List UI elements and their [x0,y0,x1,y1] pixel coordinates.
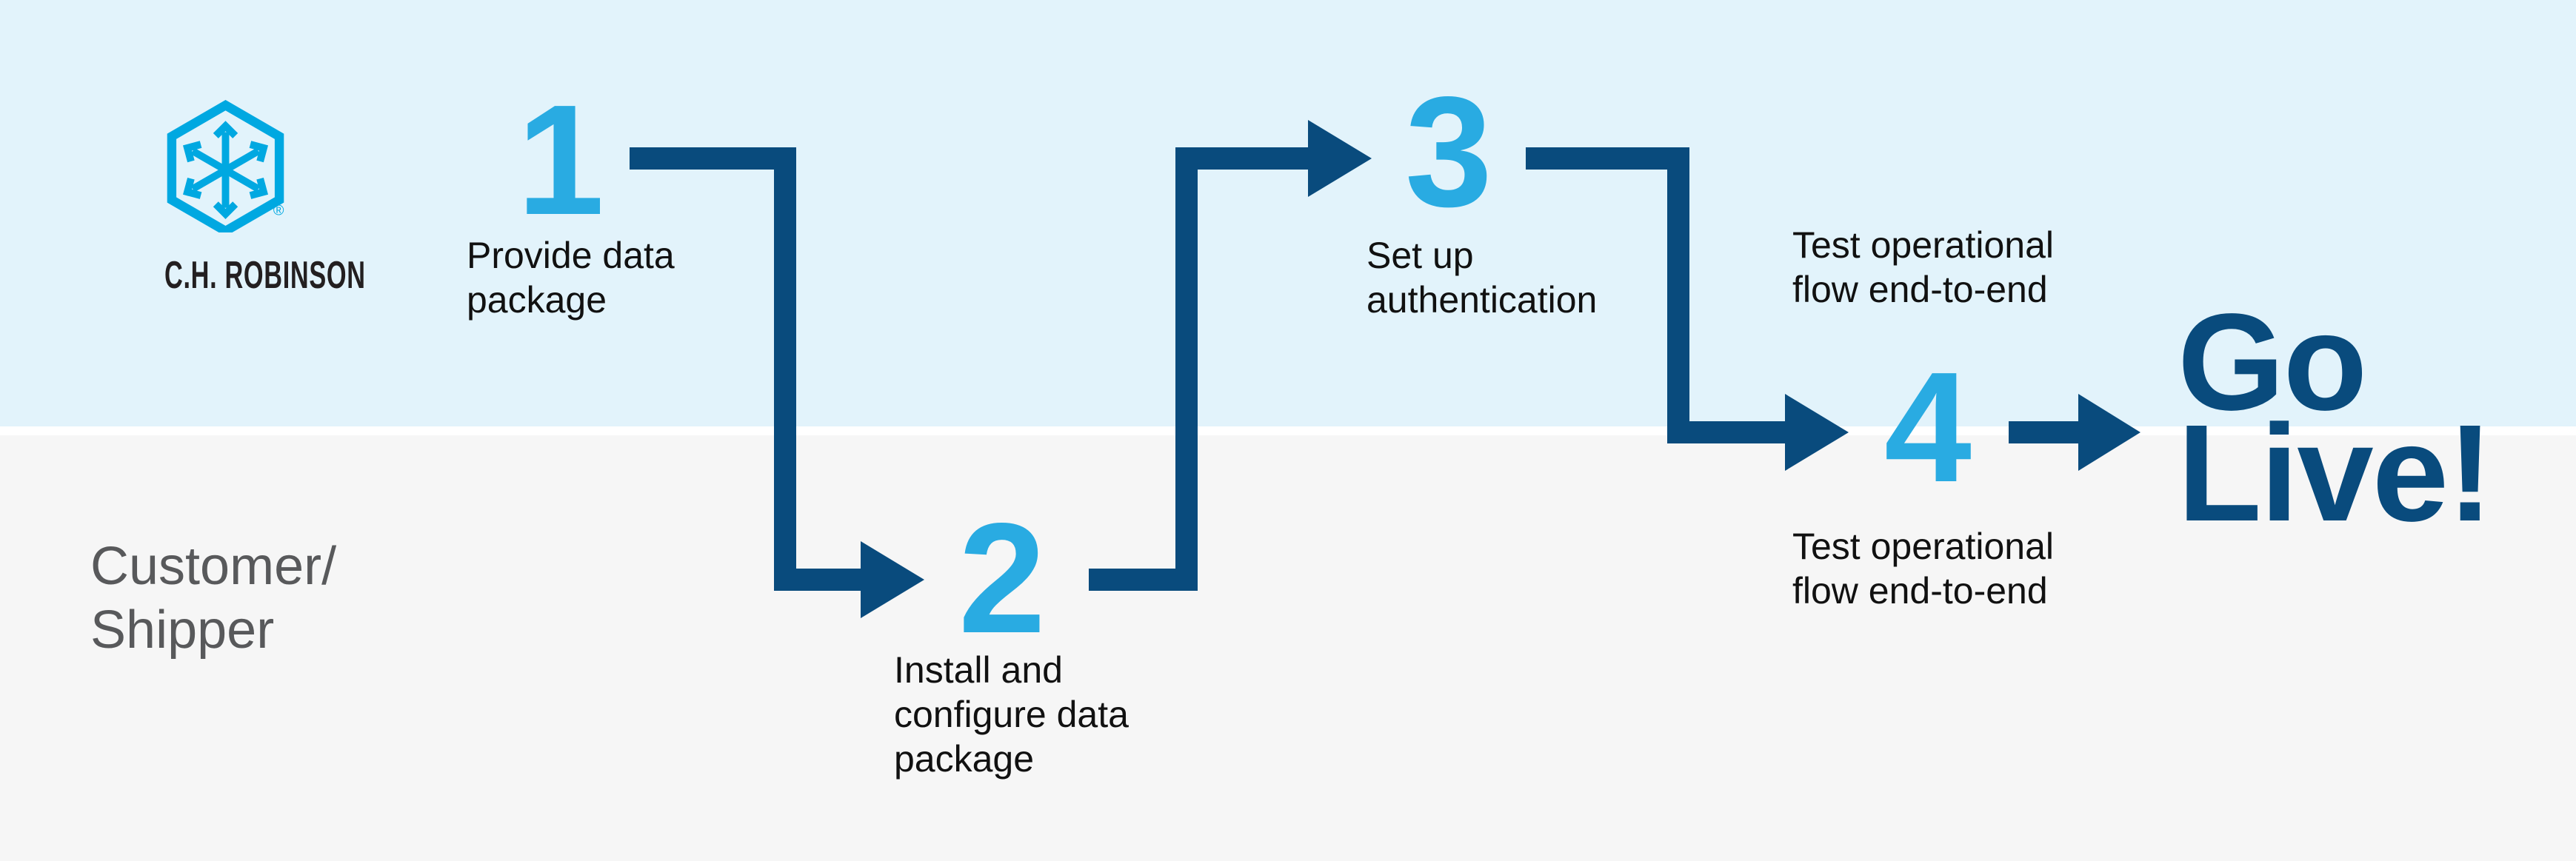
step-1-number: 1 [517,72,604,247]
registered-mark: ® [273,203,284,219]
step-3-label: Set up authentication [1367,235,1598,321]
step-4-label-above: Test operational flow end-to-end [1792,224,2055,310]
brand-logo-icon: ® [167,99,284,232]
brand-wordmark: C.H. ROBINSON [164,254,366,297]
step-3-number: 3 [1405,64,1492,239]
step-4-number: 4 [1884,339,1972,515]
step-1-label: Provide data package [467,235,675,321]
lane-label-customer-shipper: Customer/ Shipper [90,537,337,660]
step-2-label: Install and configure data package [894,649,1129,780]
go-live-text: Go Live! [2178,286,2493,550]
step-4-label-below: Test operational flow end-to-end [1792,526,2055,612]
step-2-number: 2 [958,490,1046,666]
